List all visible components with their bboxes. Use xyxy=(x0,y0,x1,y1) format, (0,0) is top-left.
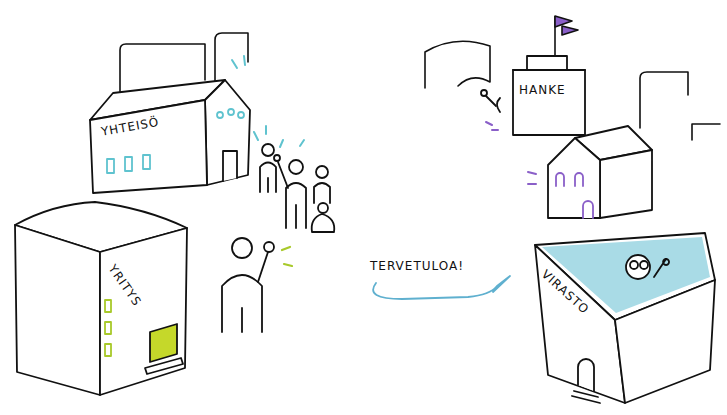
people xyxy=(314,183,330,203)
building-part xyxy=(572,391,600,403)
purple-marks xyxy=(528,172,536,174)
building-part xyxy=(145,358,183,374)
teal-marks xyxy=(300,140,304,146)
building-outline xyxy=(5,190,195,400)
building-part xyxy=(105,322,111,334)
building-part xyxy=(90,100,207,193)
teal-marks xyxy=(244,56,245,65)
people xyxy=(241,308,243,332)
people xyxy=(316,166,328,178)
house xyxy=(556,173,564,186)
waving-person xyxy=(497,98,500,112)
building-part xyxy=(654,259,669,277)
purple-marks xyxy=(492,129,498,131)
green-marks xyxy=(282,247,292,266)
building-part xyxy=(535,245,625,403)
company-building: YRITYS xyxy=(5,190,195,400)
house xyxy=(583,201,593,218)
people xyxy=(295,205,297,228)
people xyxy=(232,238,252,258)
people xyxy=(264,242,274,252)
green-marks xyxy=(282,247,290,250)
purple-marks xyxy=(486,122,492,125)
building-part xyxy=(15,225,100,395)
building-part xyxy=(615,280,715,403)
building-part xyxy=(105,344,111,356)
house xyxy=(600,150,652,218)
building-part xyxy=(107,159,114,173)
people xyxy=(286,183,306,228)
skyline xyxy=(692,124,720,140)
project-tower: HANKE xyxy=(505,38,595,138)
house xyxy=(548,138,600,218)
house xyxy=(575,173,583,186)
building-part xyxy=(228,109,234,115)
people xyxy=(312,214,335,232)
people xyxy=(289,160,303,174)
building-part xyxy=(626,255,650,279)
speech-text: TERVETULOA! xyxy=(368,259,466,274)
teal-marks xyxy=(280,140,283,147)
people xyxy=(318,203,328,213)
building-part xyxy=(513,69,585,71)
building-part xyxy=(630,261,648,269)
people xyxy=(258,252,268,282)
flags xyxy=(555,16,578,57)
building-part xyxy=(150,324,177,362)
people xyxy=(274,155,280,161)
building-part xyxy=(217,112,223,118)
people xyxy=(222,275,262,332)
agency-box: VIRASTO xyxy=(520,225,720,410)
building-part xyxy=(238,112,244,118)
teal-marks xyxy=(265,126,267,134)
flags xyxy=(562,26,578,35)
building-part xyxy=(223,151,237,181)
house xyxy=(548,126,652,218)
people xyxy=(262,144,274,156)
speech-bubble xyxy=(373,276,510,299)
teal-marks xyxy=(254,132,258,140)
building-outline xyxy=(520,225,720,410)
waving-person xyxy=(481,90,500,112)
purple-marks xyxy=(528,183,536,185)
skyline xyxy=(425,41,490,88)
teal-marks xyxy=(232,60,237,68)
people xyxy=(267,178,269,192)
speech-bubble xyxy=(373,276,510,299)
building-name: HANKE xyxy=(519,83,566,98)
flags xyxy=(555,16,572,27)
waving-person xyxy=(486,96,496,106)
people xyxy=(278,162,288,188)
building-part xyxy=(105,300,111,312)
community-building: YHTEISÖ xyxy=(85,75,255,200)
skyline xyxy=(640,72,688,128)
building-part xyxy=(125,157,132,171)
building-part xyxy=(513,56,585,135)
building-part xyxy=(100,228,187,395)
waving-person xyxy=(481,90,487,96)
building-part xyxy=(143,155,150,169)
people xyxy=(260,163,276,193)
building-part xyxy=(205,80,250,185)
building-part xyxy=(578,359,594,391)
green-marks xyxy=(284,264,292,266)
